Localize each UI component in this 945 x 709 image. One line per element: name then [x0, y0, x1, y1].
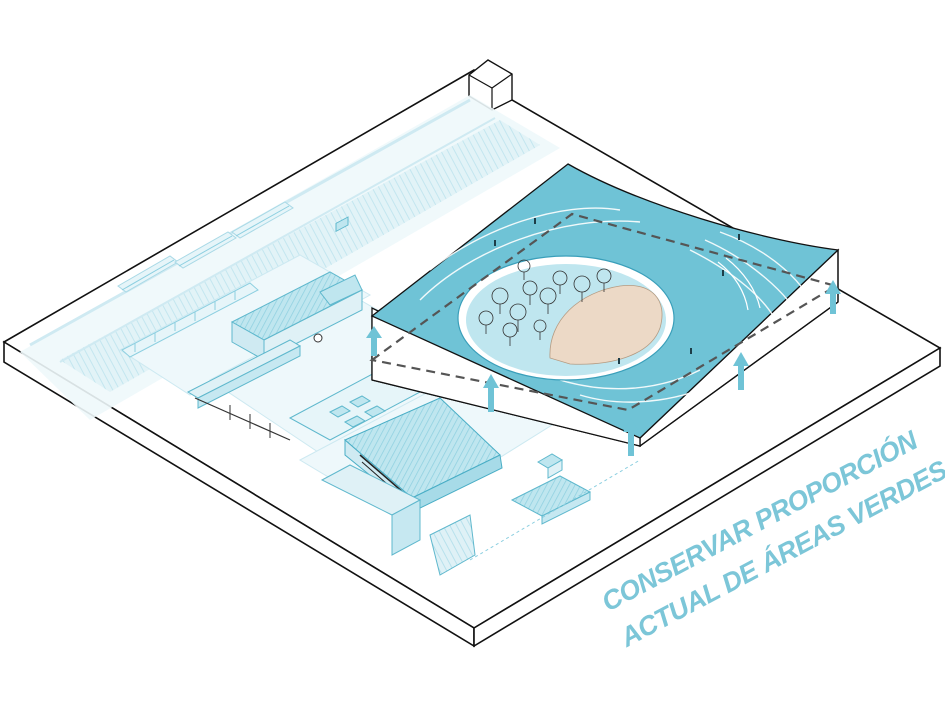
- trees: [478, 259, 612, 346]
- arrow-up-icon: [825, 280, 841, 314]
- arrow-up-icon: [733, 352, 749, 390]
- terrace-steps: [717, 257, 761, 311]
- lower-block: [320, 464, 476, 576]
- front-fence: [469, 459, 641, 561]
- arrow-up-icon: [623, 418, 639, 456]
- arrow-up-icon: [366, 326, 382, 356]
- upward-arrows: [366, 280, 841, 456]
- sun-marker-icon: [313, 333, 323, 343]
- fence-row: [121, 282, 259, 358]
- train: [117, 201, 294, 293]
- people: [494, 218, 740, 364]
- long-shed: [186, 339, 302, 441]
- big-hall: [344, 397, 503, 513]
- green-area-platform: [370, 163, 840, 448]
- arrow-up-icon: [483, 374, 499, 412]
- kiosk: [510, 453, 592, 525]
- existing-buildings: [121, 216, 641, 576]
- footprint-dashed-outline: [369, 212, 839, 412]
- site-right-face: [473, 346, 941, 648]
